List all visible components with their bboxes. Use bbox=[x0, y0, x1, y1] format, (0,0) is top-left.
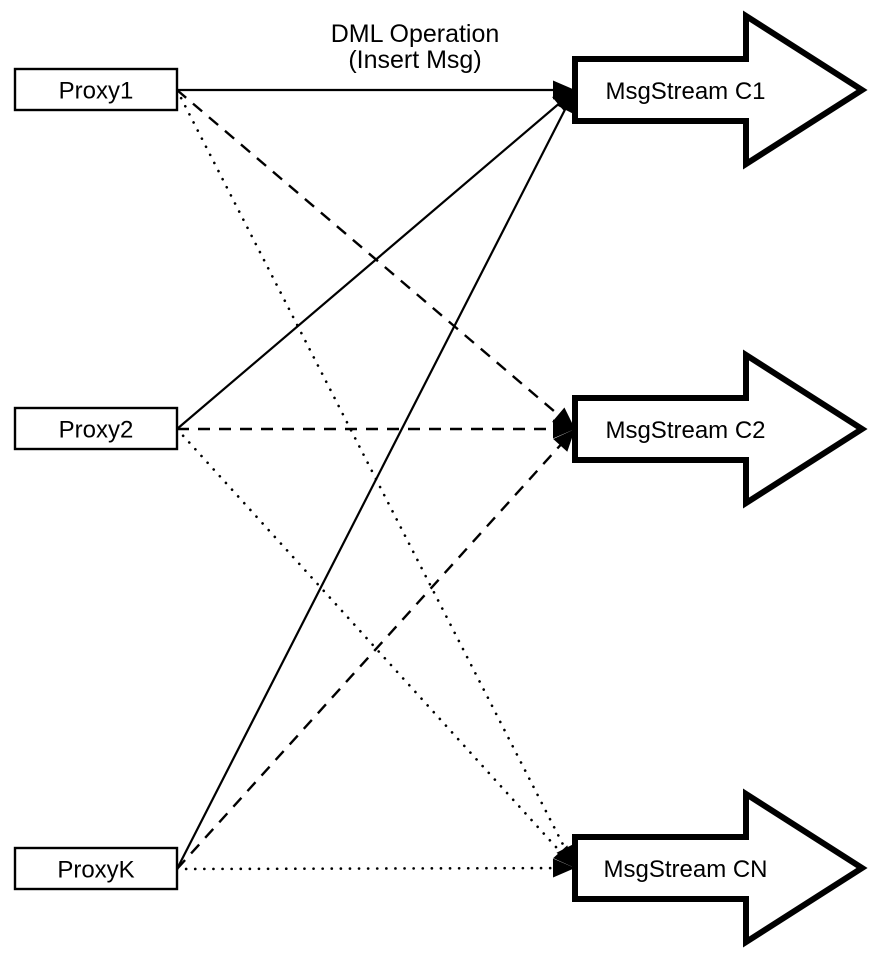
proxy-box-rect bbox=[13, 406, 179, 451]
edge-caption-line-1: DML Operation bbox=[331, 20, 500, 48]
edge-proxyK-to-c1 bbox=[176, 103, 569, 870]
stream-label: MsgStream C1 bbox=[605, 78, 765, 105]
stream-arrow-shape bbox=[572, 349, 868, 509]
arrowhead-proxyK-to-cn bbox=[552, 858, 575, 878]
arrowhead-proxy2-to-cn bbox=[553, 845, 575, 868]
edge-caption-line-2: (Insert Msg) bbox=[348, 46, 481, 74]
arrowhead-proxy1-to-c1 bbox=[553, 80, 575, 100]
edge-proxy1-to-cn bbox=[175, 88, 570, 856]
streams-layer: MsgStream C1 MsgStream C2 MsgStream CN bbox=[572, 10, 868, 948]
arrowhead-proxyK-to-c1 bbox=[556, 90, 575, 114]
edge-caption: DML Operation (Insert Msg) bbox=[331, 20, 500, 74]
edge-proxy1-to-c2 bbox=[176, 89, 564, 420]
stream-arrow-stream_c2: MsgStream C2 bbox=[572, 349, 868, 509]
arrowhead-proxy2-to-c2 bbox=[553, 419, 575, 439]
edge-proxyK-to-cn bbox=[175, 866, 561, 871]
stream-arrow-shape bbox=[572, 10, 868, 170]
proxy-box-label: Proxy1 bbox=[59, 78, 134, 105]
proxy-box-rect bbox=[13, 67, 179, 112]
proxy-box-label: ProxyK bbox=[57, 857, 134, 884]
arrowheads-layer bbox=[552, 80, 575, 878]
edges-layer bbox=[175, 88, 570, 871]
edge-proxy2-to-c1 bbox=[176, 99, 564, 430]
stream-arrow-stream_c1: MsgStream C1 bbox=[572, 10, 868, 170]
stream-arrow-stream_cn: MsgStream CN bbox=[572, 788, 868, 948]
stream-label: MsgStream CN bbox=[603, 856, 767, 883]
proxy-node-proxyK[interactable]: ProxyK bbox=[13, 846, 179, 891]
arrowhead-proxyK-to-c2 bbox=[553, 429, 575, 452]
edge-proxyK-to-c2 bbox=[176, 440, 566, 870]
proxy-node-proxy1[interactable]: Proxy1 bbox=[13, 67, 179, 112]
proxy-box-label: Proxy2 bbox=[59, 417, 134, 444]
stream-label: MsgStream C2 bbox=[605, 417, 765, 444]
stream-arrow-shape bbox=[572, 788, 868, 948]
proxy-node-proxy2[interactable]: Proxy2 bbox=[13, 406, 179, 451]
edge-proxy2-to-cn bbox=[175, 427, 566, 858]
proxy-box-rect bbox=[13, 846, 179, 891]
